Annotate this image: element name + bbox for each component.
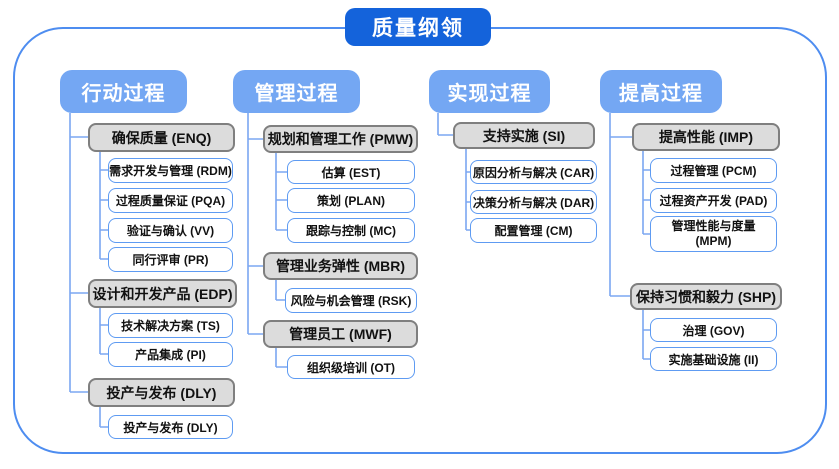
leaf-node-dar: 决策分析与解决 (DAR): [470, 190, 597, 214]
column-header-improve: 提高过程: [600, 70, 722, 113]
group-node-mbr: 管理业务弹性 (MBR): [263, 252, 418, 280]
leaf-node-vv: 验证与确认 (VV): [108, 218, 233, 243]
diagram-title: 质量纲领: [345, 8, 491, 46]
group-node-dly: 投产与发布 (DLY): [88, 378, 235, 407]
group-node-si: 支持实施 (SI): [453, 122, 595, 149]
leaf-node-mc: 跟踪与控制 (MC): [287, 218, 415, 243]
leaf-node-dly: 投产与发布 (DLY): [108, 415, 233, 439]
group-node-imp: 提高性能 (IMP): [632, 123, 780, 151]
group-node-pmw: 规划和管理工作 (PMW): [263, 125, 418, 153]
group-node-shp: 保持习惯和毅力 (SHP): [630, 283, 782, 310]
leaf-node-mpm: 管理性能与度量 (MPM): [650, 216, 777, 252]
leaf-node-ot: 组织级培训 (OT): [287, 355, 415, 379]
leaf-node-rdm: 需求开发与管理 (RDM): [108, 158, 233, 183]
leaf-node-ts: 技术解决方案 (TS): [108, 313, 233, 338]
leaf-node-est: 估算 (EST): [287, 160, 415, 184]
leaf-node-gov: 治理 (GOV): [650, 318, 777, 342]
leaf-node-pqa: 过程质量保证 (PQA): [108, 188, 233, 213]
leaf-node-plan: 策划 (PLAN): [287, 188, 415, 213]
leaf-node-pad: 过程资产开发 (PAD): [650, 188, 777, 213]
leaf-node-ii: 实施基础设施 (II): [650, 347, 777, 371]
leaf-node-pr: 同行评审 (PR): [108, 247, 233, 272]
group-node-enq: 确保质量 (ENQ): [88, 123, 235, 152]
leaf-node-pcm: 过程管理 (PCM): [650, 158, 777, 183]
column-header-manage: 管理过程: [233, 70, 360, 113]
leaf-node-rsk: 风险与机会管理 (RSK): [285, 288, 417, 313]
column-header-action: 行动过程: [60, 70, 187, 113]
group-node-mwf: 管理员工 (MWF): [263, 320, 418, 348]
leaf-node-cm: 配置管理 (CM): [470, 218, 597, 243]
group-node-edp: 设计和开发产品 (EDP): [88, 279, 237, 308]
leaf-node-pi: 产品集成 (PI): [108, 342, 233, 367]
leaf-node-car: 原因分析与解决 (CAR): [470, 160, 597, 184]
column-header-implement: 实现过程: [429, 70, 550, 113]
